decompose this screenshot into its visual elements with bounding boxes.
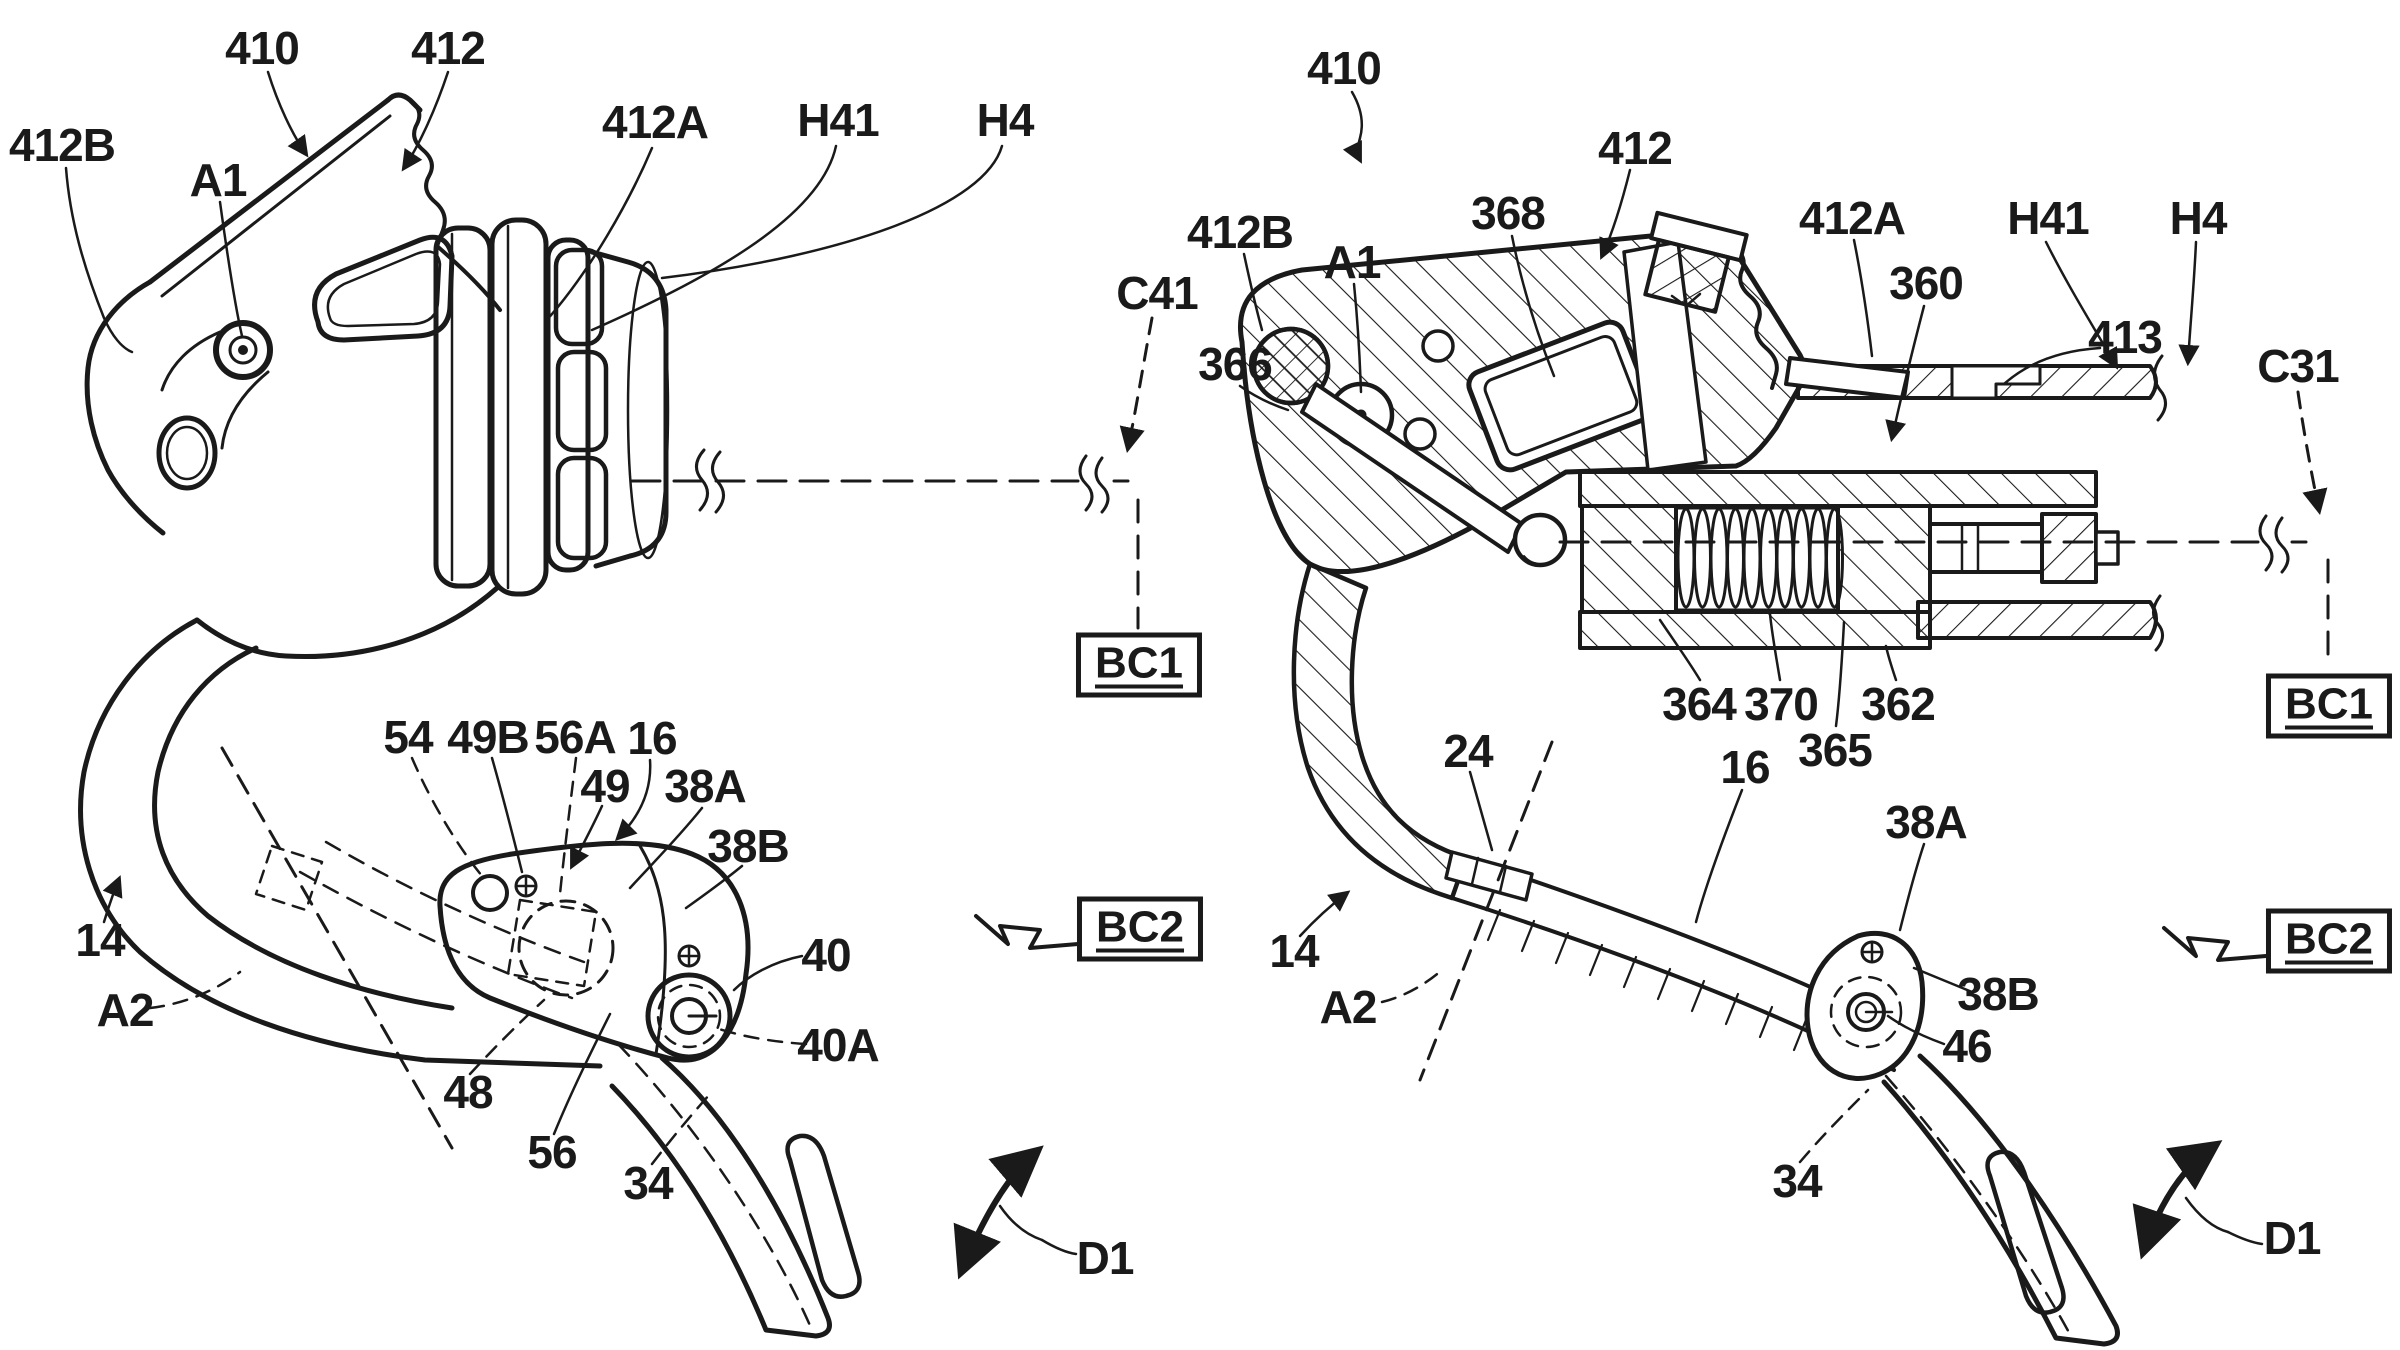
ref-label-left-16: 16 (627, 712, 677, 764)
ref-label-right-14: 14 (1269, 925, 1319, 977)
ref-label-left-38b: 38B (707, 820, 789, 872)
ref-label-right-412a: 412A (1799, 192, 1906, 244)
ref-label-left-14: 14 (75, 914, 125, 966)
break-mark (2152, 594, 2164, 652)
left-lever-blade (609, 1042, 862, 1339)
right-fastener-24 (1444, 850, 1534, 902)
left-leader-lines (64, 70, 1078, 1256)
ref-label-left-h41: H41 (797, 94, 879, 146)
left-centerline-c41 (630, 316, 1154, 630)
zigzag-icon (974, 914, 1080, 950)
left-bracket (437, 840, 751, 1063)
ref-label-right-364: 364 (1662, 678, 1737, 730)
ref-label-right-a2: A2 (1319, 981, 1378, 1033)
left-screw-49b (514, 874, 538, 898)
ref-label-right-413: 413 (2088, 311, 2163, 363)
ref-label-left-48: 48 (443, 1066, 493, 1118)
ref-label-right-362: 362 (1861, 678, 1936, 730)
ref-label-right-366: 366 (1198, 338, 1273, 390)
ref-label-right-368: 368 (1471, 187, 1546, 239)
ref-label-left-h4: H4 (976, 94, 1035, 146)
ref-label-right-38b: 38B (1957, 968, 2039, 1020)
ref-label-right-h41: H41 (2007, 192, 2089, 244)
left-pivot-40 (645, 972, 733, 1060)
right-rod-366 (1251, 326, 1568, 568)
ref-label-left-40a: 40A (797, 1019, 879, 1071)
ref-label-left-a2: A2 (96, 984, 155, 1036)
ref-label-left-54: 54 (383, 711, 433, 763)
ref-label-right-a1: A1 (1323, 236, 1382, 288)
right-handlebar-h4 (1784, 354, 2167, 652)
ref-label-left-c41: C41 (1116, 267, 1198, 319)
ref-label-left-412: 412 (411, 22, 486, 74)
left-grip-ridges (408, 98, 447, 248)
right-a2-axis (1418, 740, 1554, 1082)
ref-label-right-412b: 412B (1187, 206, 1294, 258)
right-figure-drawing (1238, 90, 2330, 1347)
ref-label-right-c31: C31 (2257, 340, 2339, 392)
right-clamp-plate-412a (1784, 356, 1910, 400)
left-pivot-a1 (213, 320, 273, 380)
ref-label-right-365: 365 (1798, 724, 1873, 776)
left-412b-bump (84, 279, 166, 536)
break-mark (1078, 454, 1094, 512)
boxed-label-bc2-right: BC2 (2265, 908, 2393, 974)
ref-label-right-360: 360 (1889, 257, 1964, 309)
ref-label-right-370: 370 (1744, 678, 1819, 730)
rotation-arrow-icon (953, 1145, 1044, 1280)
ref-label-right-d1: D1 (2263, 1212, 2322, 1264)
ref-label-left-56: 56 (527, 1126, 577, 1178)
right-leader-lines (1238, 90, 2264, 1246)
right-plate-38b (1804, 930, 1926, 1081)
ref-label-right-34: 34 (1772, 1155, 1822, 1207)
ref-label-left-d1: D1 (1076, 1232, 1135, 1284)
left-side-hole (156, 415, 218, 491)
ref-label-left-34: 34 (623, 1157, 673, 1209)
break-mark (2274, 516, 2290, 574)
left-figure-drawing (64, 70, 1154, 1339)
left-a2-axis (220, 746, 454, 1150)
right-lever-blade (1881, 1053, 2120, 1347)
break-mark (2258, 514, 2274, 572)
ref-label-right-24: 24 (1443, 725, 1493, 777)
ref-label-left-412a: 412A (602, 96, 709, 148)
ref-label-left-412b: 412B (9, 119, 116, 171)
zigzag-icon (2162, 926, 2268, 962)
ref-label-right-410: 410 (1307, 42, 1382, 94)
left-screw-40 (677, 944, 701, 968)
ref-label-left-40: 40 (801, 929, 851, 981)
left-lever-arm (78, 617, 603, 1069)
right-spring-unit-360 (1578, 470, 2120, 650)
right-lever-arm-section (1291, 561, 1469, 901)
right-centerline-c31 (1558, 390, 2330, 670)
break-mark (2153, 354, 2167, 422)
boxed-label-bc1-left: BC1 (1075, 632, 1203, 698)
ref-label-left-56a: 56A (534, 711, 616, 763)
ref-label-right-h4: H4 (2169, 192, 2228, 244)
boxed-label-bc2-left: BC2 (1076, 896, 1204, 962)
ref-label-right-46: 46 (1942, 1020, 1992, 1072)
left-hood-body (84, 92, 502, 659)
break-mark (1094, 456, 1110, 514)
right-bracket-band (1444, 850, 1910, 1072)
ref-label-left-38a: 38A (664, 760, 746, 812)
ref-label-right-38a: 38A (1885, 796, 1967, 848)
ref-label-left-a1: A1 (189, 154, 248, 206)
right-bolt (1622, 210, 1749, 472)
boxed-label-bc1-right: BC1 (2265, 673, 2393, 739)
ref-label-right-412: 412 (1598, 122, 1673, 174)
rotation-arrow-icon (2132, 1140, 2223, 1260)
ref-label-left-49: 49 (580, 760, 630, 812)
right-grip-ridges (1730, 244, 1779, 390)
ref-label-left-49b: 49B (447, 711, 529, 763)
ref-label-right-16: 16 (1720, 741, 1770, 793)
left-clamp-and-handlebar (433, 217, 725, 597)
ref-label-left-410: 410 (225, 22, 300, 74)
